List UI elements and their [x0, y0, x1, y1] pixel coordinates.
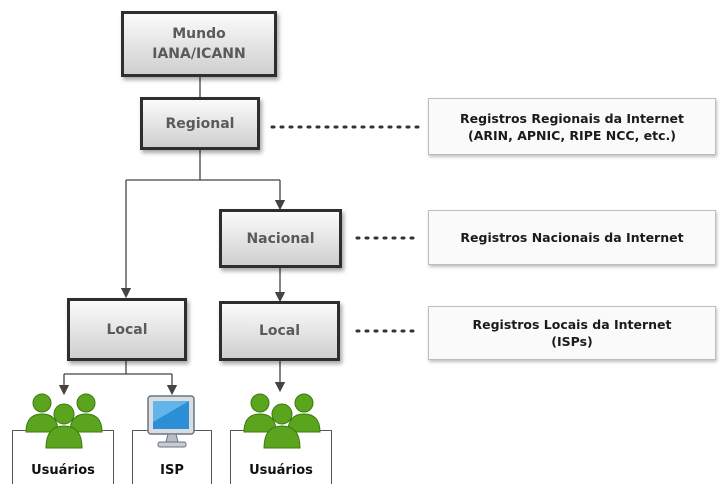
- leaf-usuarios-left-label: Usuários: [31, 463, 95, 478]
- users-group-icon: [243, 393, 321, 449]
- registry-regional-line1: Registros Regionais da Internet: [460, 110, 684, 126]
- registry-regional-line2: (ARIN, APNIC, RIPE NCC, etc.): [467, 127, 676, 143]
- node-local-left-label: Local: [106, 321, 148, 338]
- leaf-usuarios-right-label: Usuários: [249, 463, 313, 478]
- node-regional-label: Regional: [165, 115, 235, 132]
- node-nacional: Nacional: [219, 209, 342, 268]
- node-local-right: Local: [219, 301, 340, 361]
- leaf-isp-label: ISP: [160, 463, 184, 478]
- registry-local: Registros Locais da Internet (ISPs): [428, 306, 716, 360]
- node-regional: Regional: [140, 97, 260, 150]
- node-local-right-label: Local: [258, 323, 301, 339]
- node-nacional-label: Nacional: [246, 230, 315, 247]
- users-group-icon: [25, 393, 103, 449]
- node-mundo: Mundo IANA/ICANN: [121, 11, 277, 77]
- registry-nacional-line1: Registros Nacionais da Internet: [460, 230, 684, 245]
- registry-regional: Registros Regionais da Internet (ARIN, A…: [428, 98, 716, 155]
- registry-nacional: Registros Nacionais da Internet: [428, 210, 716, 265]
- node-mundo-line2: IANA/ICANN: [152, 46, 246, 62]
- registry-local-line2: (ISPs): [551, 334, 593, 349]
- node-local-left: Local: [67, 298, 187, 361]
- node-mundo-line1: Mundo: [172, 26, 226, 42]
- computer-monitor-icon: [147, 395, 195, 448]
- registry-local-line1: Registros Locais da Internet: [472, 317, 672, 332]
